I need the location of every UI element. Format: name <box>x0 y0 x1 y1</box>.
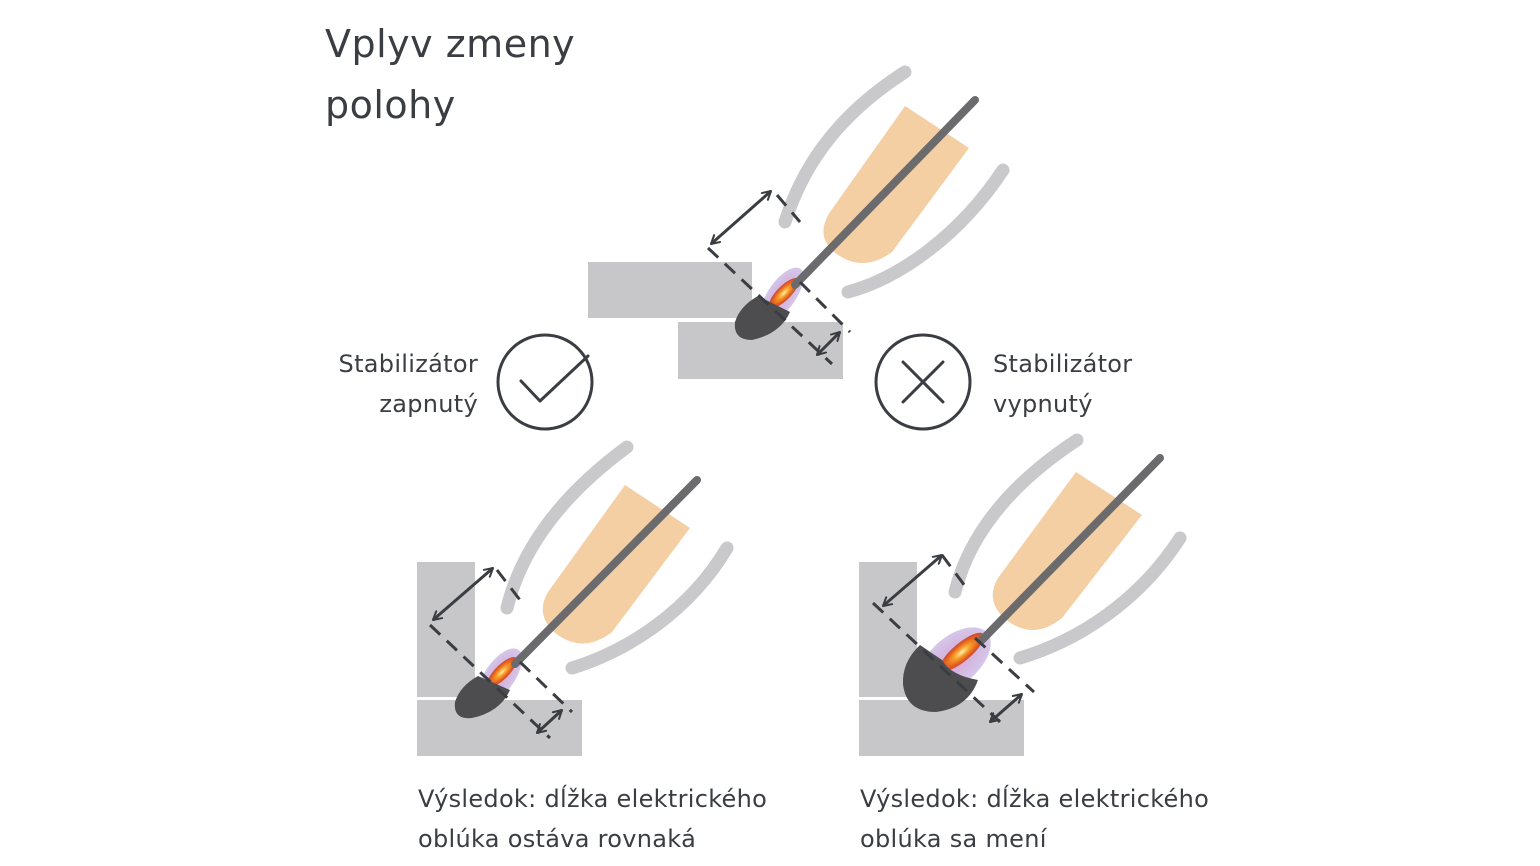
left-arc-flame <box>487 657 517 687</box>
left-electrode <box>511 476 701 668</box>
left-plate-vertical <box>417 562 475 697</box>
right-electrode <box>978 454 1164 644</box>
top-plate-upper <box>588 262 752 318</box>
top-welding-scene <box>588 65 1010 379</box>
right-arc-flame <box>939 632 985 672</box>
right-dimension-arrow-upper <box>883 553 942 608</box>
right-dashed-guide-base <box>973 636 1036 694</box>
top-glove-inner <box>841 163 1010 299</box>
left-dashed-guide-left <box>428 623 552 740</box>
stabilizer-off-label: Stabilizátor vypnutý <box>993 344 1213 424</box>
right-glove-outer <box>948 433 1084 599</box>
right-dimension-arrow-lower <box>990 692 1022 724</box>
top-dashed-guide-base <box>798 280 852 334</box>
right-dashed-guide-tip <box>940 554 967 587</box>
left-dimension-arrow-lower <box>535 708 564 735</box>
x-circle-icon <box>874 333 972 431</box>
right-glove-inner <box>1013 531 1187 665</box>
check-circle-icon <box>496 333 594 431</box>
stabilizer-off-line-2: vypnutý <box>993 390 1093 418</box>
result-left-line-1: Výsledok: dĺžka elektrického <box>418 785 768 813</box>
stabilizer-on-label: Stabilizátor zapnutý <box>300 344 478 424</box>
left-dashed-guide-tip <box>495 569 522 601</box>
stabilizer-on-line-1: Stabilizátor <box>338 350 478 378</box>
result-left-line-2: oblúka ostáva rovnaká <box>418 825 697 853</box>
left-plate-horizontal <box>417 700 582 756</box>
top-dashed-guide-tip <box>775 194 802 223</box>
page-title: Vplyv zmeny polohy <box>325 14 645 136</box>
right-weld-pool <box>902 645 978 712</box>
left-glove-inner <box>565 541 734 675</box>
top-glove-outer <box>778 65 912 229</box>
top-electrode <box>791 96 979 289</box>
title-line-2: polohy <box>325 83 456 127</box>
right-welding-scene <box>859 433 1187 756</box>
left-dimension-arrow-upper <box>433 566 493 622</box>
result-right-line-2: oblúka sa mení <box>860 825 1047 853</box>
left-dashed-guide-base <box>518 660 574 714</box>
result-right-caption: Výsledok: dĺžka elektrického oblúka sa m… <box>860 779 1209 859</box>
right-dashed-guide-left <box>871 601 1002 724</box>
top-dimension-arrow-upper <box>711 189 771 246</box>
result-right-line-1: Výsledok: dĺžka elektrického <box>860 785 1210 813</box>
result-left-caption: Výsledok: dĺžka elektrického oblúka ostá… <box>418 779 767 859</box>
top-dimension-arrow-lower <box>815 330 842 357</box>
top-dashed-guide-left <box>706 246 834 366</box>
top-weld-pool <box>734 296 790 340</box>
title-line-1: Vplyv zmeny <box>325 22 576 66</box>
left-welding-scene <box>417 440 734 756</box>
left-weld-pool <box>454 676 510 719</box>
stabilizer-on-line-2: zapnutý <box>379 390 478 418</box>
stabilizer-off-line-1: Stabilizátor <box>993 350 1133 378</box>
